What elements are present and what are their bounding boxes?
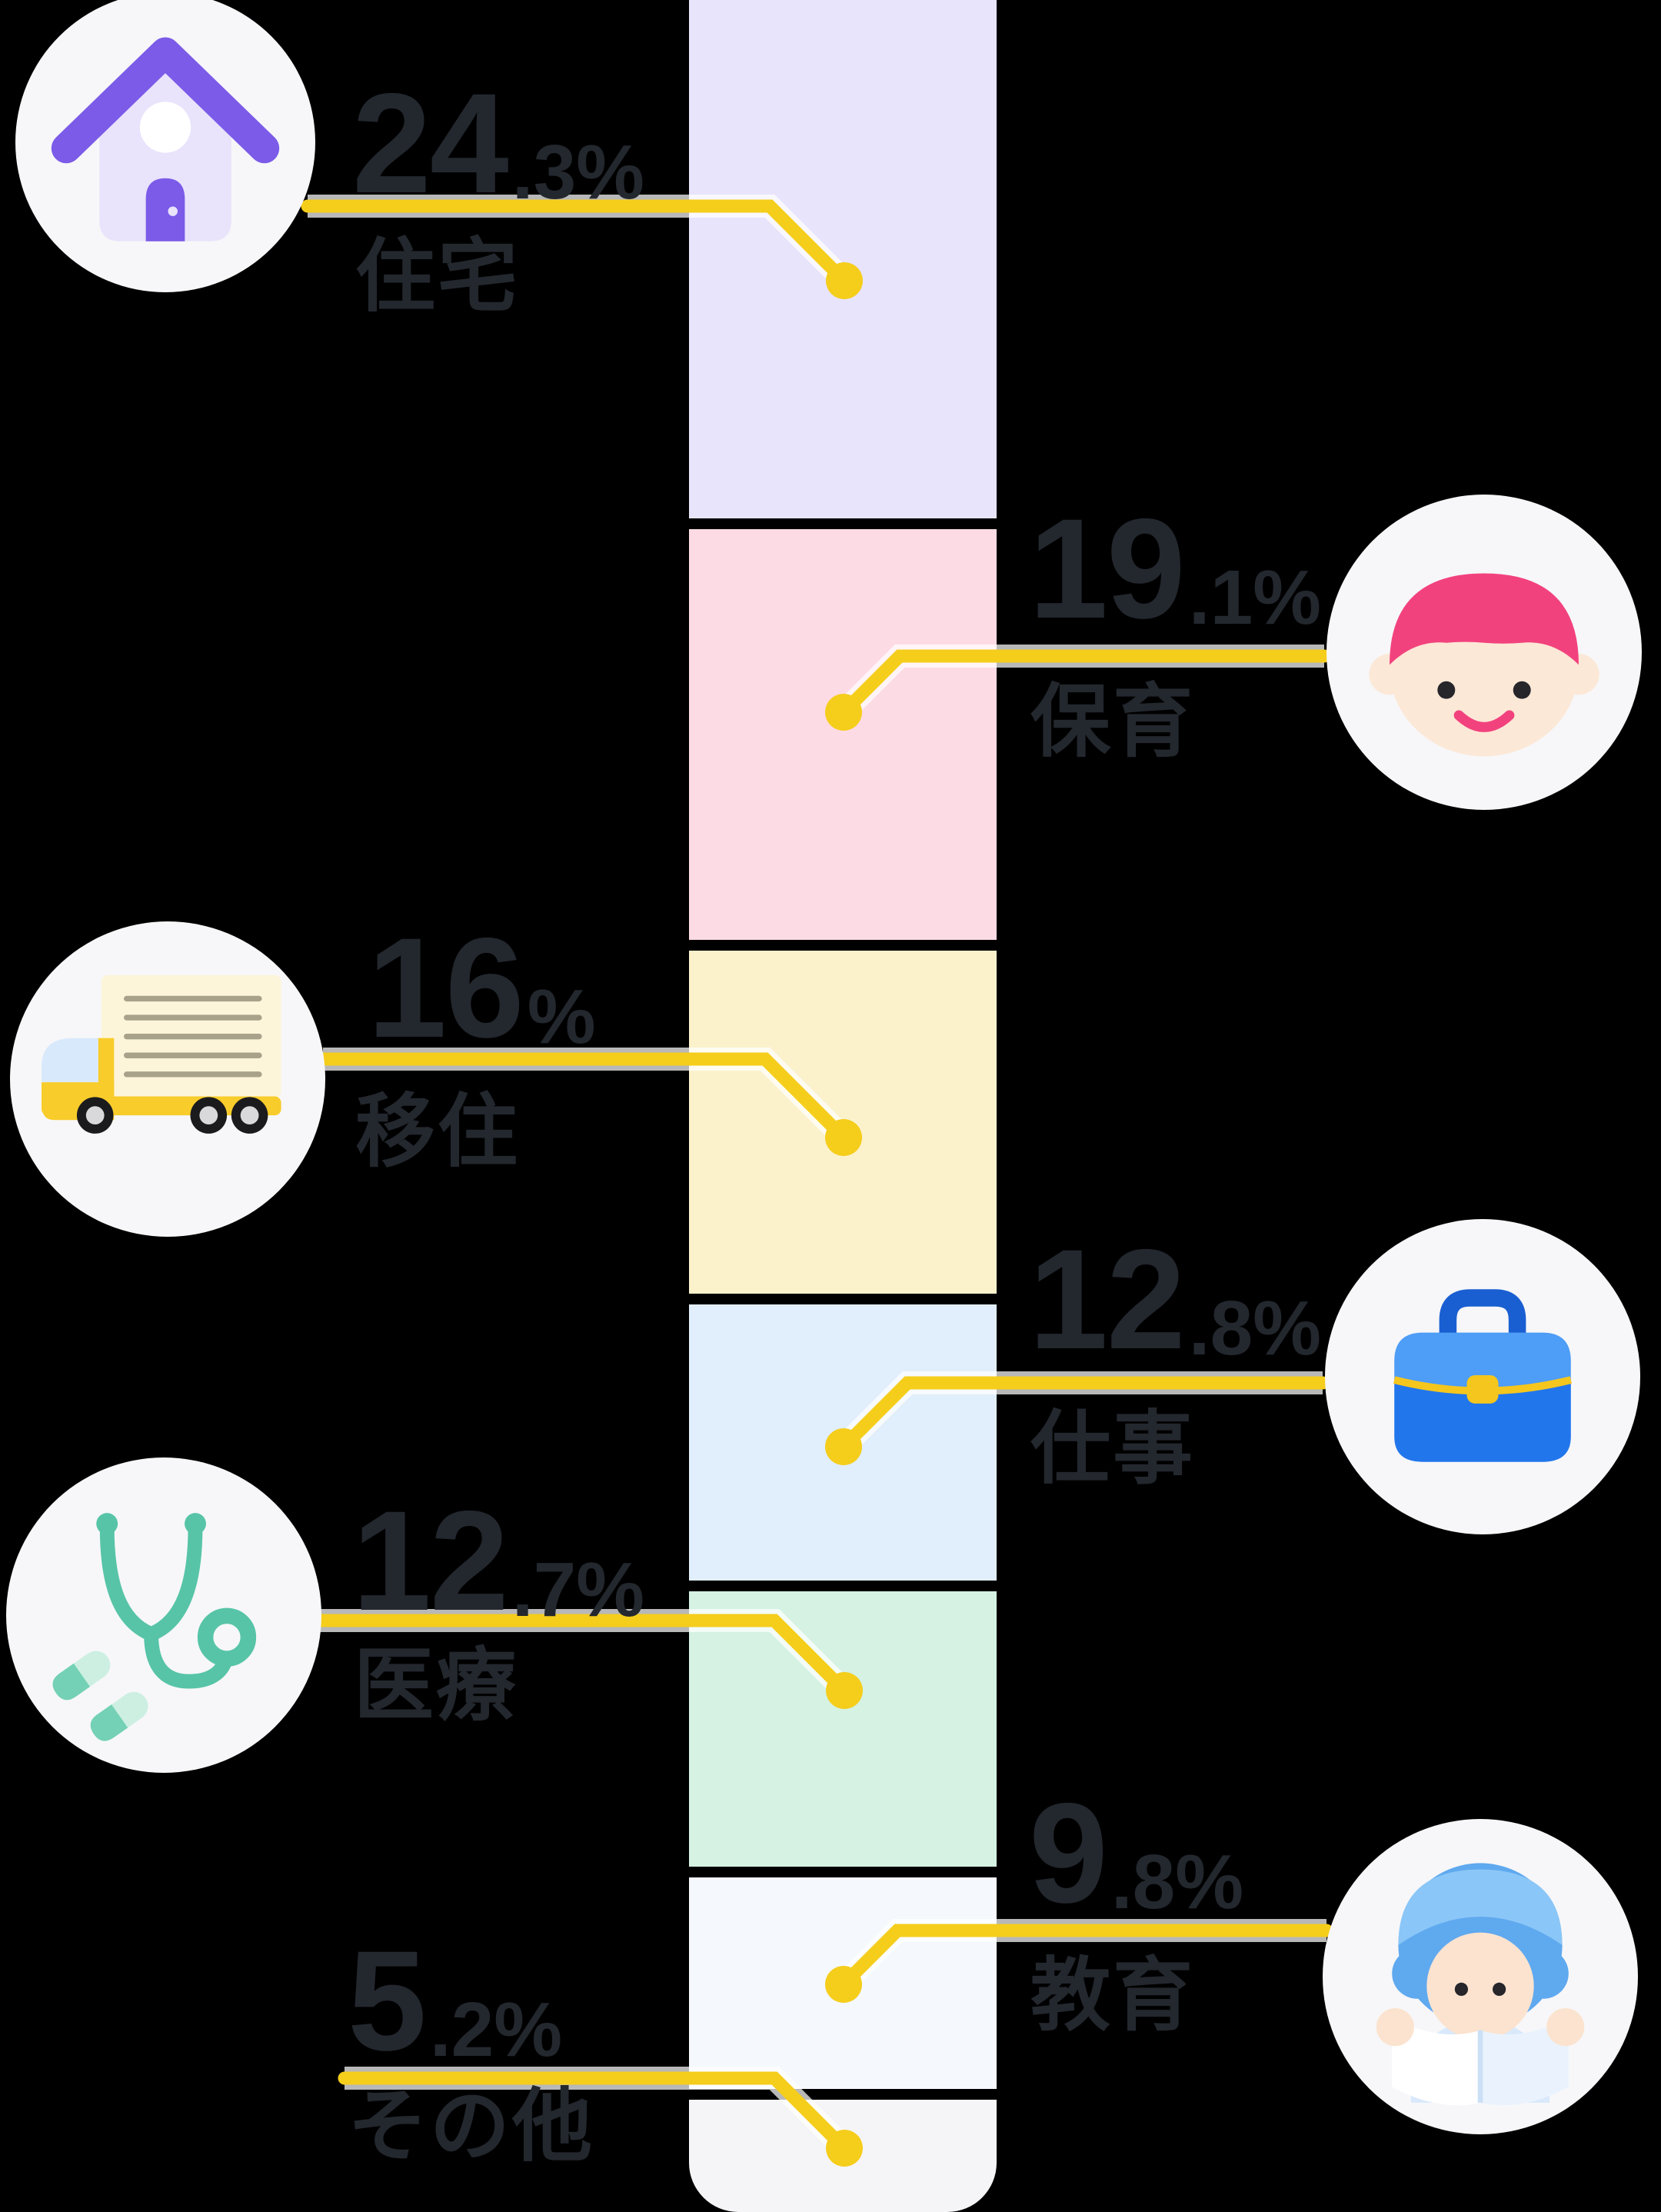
label-childcare: 保育 [1030, 678, 1196, 767]
value-education-main: 9 [1029, 1774, 1108, 1933]
callout-line-other [338, 2071, 851, 2155]
callout-line-medical [313, 1614, 851, 1697]
work-icon-circle [1325, 1219, 1640, 1534]
label-work: 仕事 [1030, 1404, 1196, 1494]
value-housing-main: 24 [352, 65, 509, 223]
callout-line-housing [301, 199, 851, 288]
migration-icon-circle [10, 921, 325, 1237]
bar-segment-housing [689, 0, 997, 518]
value-medical-sub: .7% [511, 1547, 645, 1633]
label-migration: 移住 [355, 1088, 521, 1177]
callout-dot-other [826, 2130, 863, 2167]
callout-dot-migration [825, 1119, 862, 1156]
medical-icon-circle [6, 1457, 321, 1773]
value-work-sub: .8% [1188, 1285, 1322, 1371]
value-housing-sub: .3% [511, 129, 645, 215]
callout-line-childcare [837, 649, 1331, 719]
label-medical: 医療 [354, 1641, 519, 1731]
briefcase-icon [1393, 1289, 1572, 1462]
label-education: 教育 [1030, 1951, 1196, 2040]
value-work-main: 12 [1029, 1221, 1186, 1379]
value-other-main: 5 [348, 1922, 427, 2080]
value-housing: 24.3% [352, 73, 644, 215]
house-icon [51, 37, 280, 242]
value-education: 9.8% [1029, 1783, 1243, 1925]
value-migration-sub: % [527, 974, 596, 1060]
bar-segment-childcare [689, 529, 997, 940]
callout-dot-medical [826, 1672, 863, 1709]
value-migration-main: 16 [368, 909, 524, 1068]
truck-icon [42, 974, 281, 1134]
value-other-sub: .2% [429, 1987, 563, 2073]
callout-dot-education [825, 1966, 862, 2003]
bar-segment-medical [689, 1591, 997, 1867]
callout-dot-work [825, 1428, 862, 1465]
callout-line-education [837, 1924, 1333, 1991]
stethoscope-icon [52, 1513, 257, 1741]
housing-icon-circle [15, 0, 315, 292]
callout-line-work [837, 1376, 1330, 1454]
value-childcare-sub: .1% [1188, 555, 1322, 641]
label-housing: 住宅 [355, 232, 521, 321]
child-face-icon [1369, 573, 1599, 757]
value-work: 12.8% [1029, 1229, 1321, 1371]
education-icon-circle [1323, 1819, 1638, 2134]
reading-child-icon [1376, 1863, 1585, 2106]
value-other: 5.2% [348, 1931, 562, 2073]
value-migration: 16% [368, 918, 596, 1060]
value-childcare: 19.1% [1029, 498, 1321, 641]
callout-dot-childcare [825, 694, 862, 731]
value-medical-main: 12 [352, 1482, 509, 1641]
value-childcare-main: 19 [1029, 490, 1186, 648]
value-medical: 12.7% [352, 1491, 644, 1633]
childcare-icon-circle [1326, 495, 1642, 810]
callout-dot-housing [826, 262, 863, 299]
value-education-sub: .8% [1110, 1839, 1244, 1925]
callout-line-migration [316, 1052, 850, 1144]
label-other: その他 [348, 2082, 595, 2171]
